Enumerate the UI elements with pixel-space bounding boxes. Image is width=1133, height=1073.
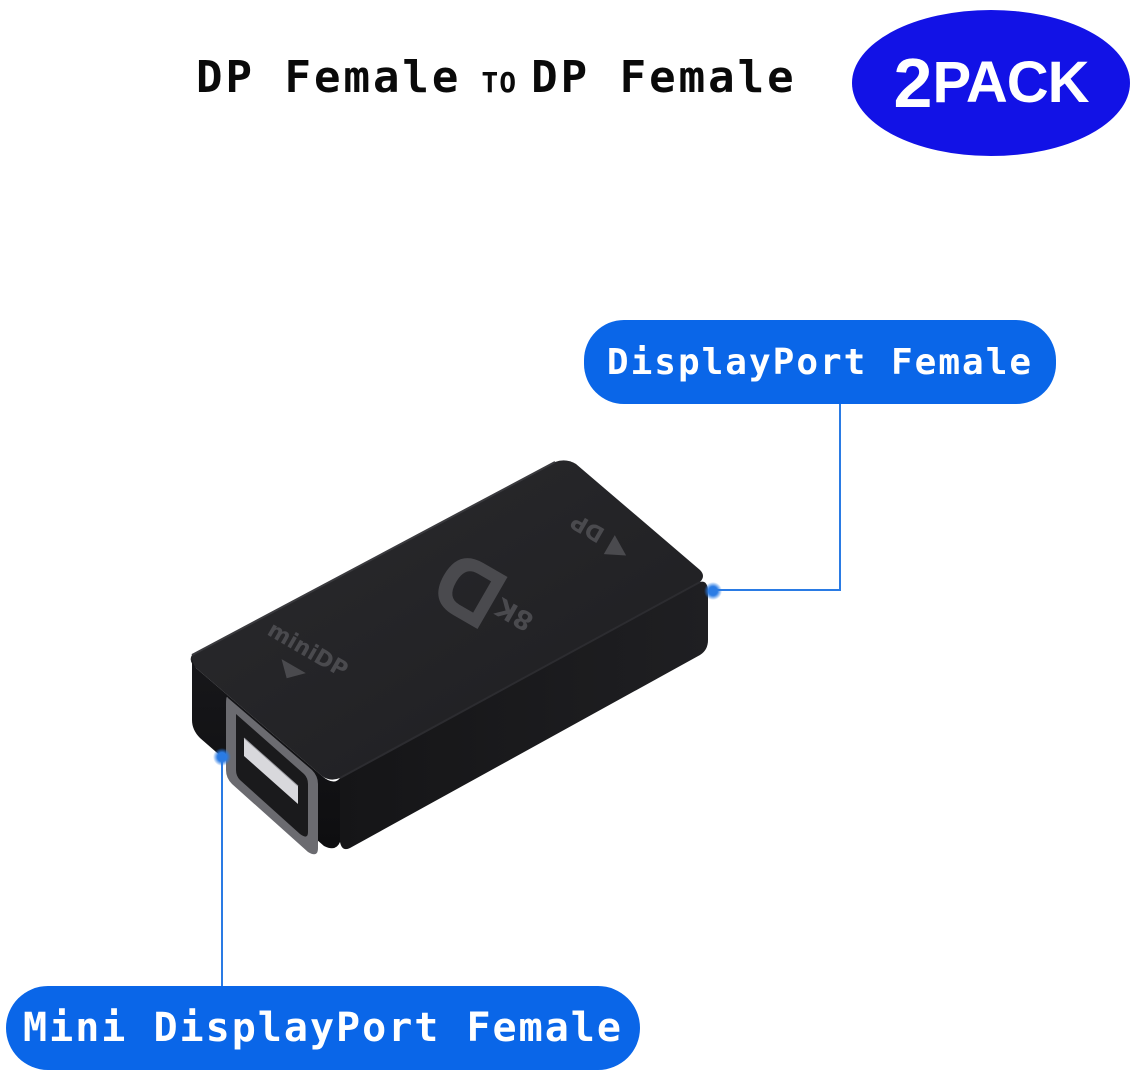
headline-connector: TO <box>481 66 518 99</box>
pack-badge-number: 2 <box>893 44 933 122</box>
mini-displayport-female-callout: Mini DisplayPort Female <box>6 986 640 1070</box>
pack-badge-word: PACK <box>932 50 1089 115</box>
adapter-right-face <box>340 581 708 850</box>
displayport-female-label: DisplayPort Female <box>606 341 1034 383</box>
minidp-port-pins <box>244 738 298 804</box>
headline: DP Female TO DP Female <box>196 52 797 112</box>
displayport-female-callout: DisplayPort Female <box>584 320 1056 404</box>
pack-badge: 2 PACK <box>852 10 1130 156</box>
leader-line-top <box>714 404 841 591</box>
adapter-top-face <box>190 460 703 780</box>
headline-right-text: DP Female <box>531 52 797 103</box>
mini-displayport-female-label: Mini DisplayPort Female <box>23 1005 623 1051</box>
headline-left-text: DP Female <box>196 52 462 103</box>
